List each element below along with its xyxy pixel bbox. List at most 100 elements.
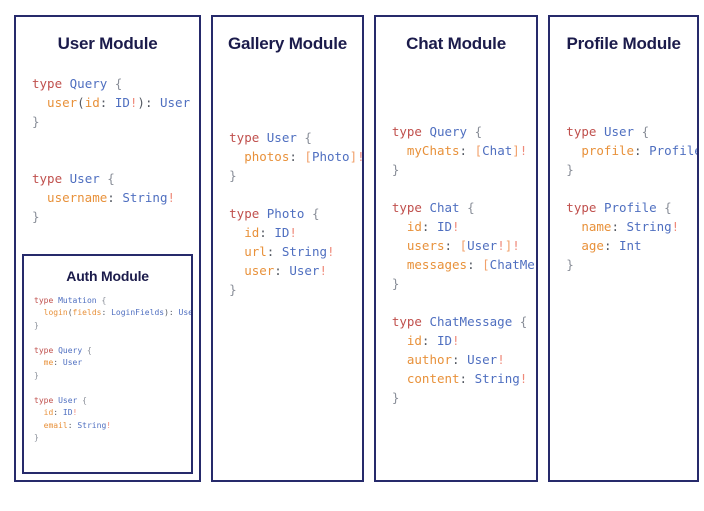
code-line: photos: [Photo]!	[229, 147, 362, 166]
code-token: author	[391, 352, 453, 368]
code-token: {	[82, 345, 92, 355]
code-line: type User {	[32, 169, 199, 188]
code-line	[229, 185, 362, 204]
code-line: user(id: ID!): User	[32, 93, 199, 112]
code-line: username: String!	[32, 188, 199, 207]
code-token: {	[467, 124, 483, 140]
code-token: name	[566, 219, 612, 235]
code-token: :	[459, 371, 475, 387]
spacer	[376, 54, 536, 122]
code-token: {	[99, 171, 115, 187]
code-token: ChatMessage	[489, 257, 537, 273]
code-line: }	[566, 255, 697, 274]
code-line: profile: Profile!	[566, 141, 697, 160]
code-token: type	[32, 76, 70, 92]
code-line: type Photo {	[229, 204, 362, 223]
code-line: id: ID!	[392, 217, 536, 236]
code-block-user: type Query { user(id: ID!): User} type U…	[16, 74, 199, 254]
code-token: type	[34, 295, 59, 305]
code-block-chat: type Query { myChats: [Chat]!} type Chat…	[376, 122, 536, 480]
code-token: id	[229, 225, 260, 241]
code-line	[32, 131, 199, 150]
code-block-profile: type User { profile: Profile!} type Prof…	[550, 122, 697, 480]
code-token: ID	[114, 95, 130, 111]
code-line: type Query {	[34, 345, 191, 358]
code-line: }	[392, 160, 536, 179]
code-token: content	[391, 371, 460, 387]
code-token: :	[168, 308, 179, 318]
code-token: }	[566, 257, 574, 273]
code-token: me	[34, 358, 54, 368]
code-token: :	[99, 95, 115, 111]
code-line	[34, 332, 191, 345]
module-title-chat: Chat Module	[406, 34, 506, 53]
code-token: login	[34, 308, 68, 318]
code-token: [	[459, 238, 468, 254]
code-token: Query	[58, 345, 83, 355]
code-token: (	[67, 308, 73, 318]
module-card-auth[interactable]: Auth Module type Mutation { login(fields…	[22, 254, 194, 474]
code-token: User	[289, 263, 320, 279]
code-token: Photo	[266, 206, 305, 222]
code-token: :	[144, 95, 160, 111]
code-token: !	[327, 244, 335, 260]
code-token: {	[634, 124, 650, 140]
module-title-gallery: Gallery Module	[227, 34, 348, 53]
code-token: age	[566, 238, 604, 254]
code-token: !	[129, 95, 138, 111]
code-line: url: String!	[229, 242, 362, 261]
code-token: Chat	[482, 143, 513, 159]
code-line: id: ID!	[392, 331, 536, 350]
code-token: }	[34, 320, 39, 330]
code-token: !	[519, 371, 528, 387]
code-block-gallery: type User { photos: [Photo]!} type Photo…	[213, 128, 362, 480]
code-token: :	[634, 143, 650, 159]
code-line: type User {	[34, 395, 191, 408]
code-line: email: String!	[34, 420, 191, 433]
code-token: ChatMessage	[429, 314, 513, 330]
code-token: type	[391, 314, 430, 330]
code-token: myChats	[391, 143, 460, 159]
spacer	[16, 54, 199, 74]
module-card-profile[interactable]: Profile Module type User { profile: Prof…	[548, 15, 699, 482]
code-line: me: User	[34, 357, 191, 370]
code-line: }	[229, 166, 362, 185]
module-card-chat[interactable]: Chat Module type Query { myChats: [ Chat]…	[373, 15, 539, 482]
code-token: id	[34, 408, 54, 418]
code-line: type User {	[229, 128, 362, 147]
code-token: User	[467, 352, 498, 368]
code-token: }	[391, 390, 400, 406]
code-line: type User {	[566, 122, 697, 141]
code-token: :	[266, 244, 282, 260]
code-token: fields	[72, 308, 102, 318]
code-token: User	[160, 95, 191, 111]
code-token: }	[32, 114, 40, 130]
module-card-gallery[interactable]: Gallery Module type User { photos: [Phot…	[211, 15, 364, 482]
code-line: users: [User!]!	[392, 236, 536, 255]
spacer	[24, 285, 191, 295]
code-line: }	[32, 112, 199, 131]
code-token: String	[77, 420, 107, 430]
code-token: id	[391, 219, 422, 235]
code-line: id: ID!	[229, 223, 362, 242]
code-token: type	[566, 200, 604, 216]
code-token: photos	[229, 149, 290, 165]
nested-module-wrapper: Auth Module type Mutation { login(fields…	[16, 254, 199, 480]
code-token: :	[421, 219, 437, 235]
code-token: ID	[62, 408, 73, 418]
code-line: messages: [ChatMessage]!	[392, 255, 536, 274]
code-token: User	[467, 238, 498, 254]
module-card-user[interactable]: User Module type Query { user(id: ID!): …	[14, 15, 202, 482]
code-line: login(fields: LoginFields): User	[34, 307, 192, 320]
module-title-profile: Profile Module	[566, 34, 681, 53]
code-token: !	[452, 333, 460, 349]
code-line: name: String!	[566, 217, 697, 236]
code-token: Query	[429, 124, 468, 140]
code-token: Profile	[603, 200, 657, 216]
code-line: type Mutation {	[34, 295, 191, 308]
module-title-auth: Auth Module	[66, 268, 149, 284]
code-line: author: User!	[392, 350, 536, 369]
code-token: String	[122, 190, 168, 206]
code-token: ]	[504, 238, 513, 254]
code-line: type Profile {	[566, 198, 697, 217]
